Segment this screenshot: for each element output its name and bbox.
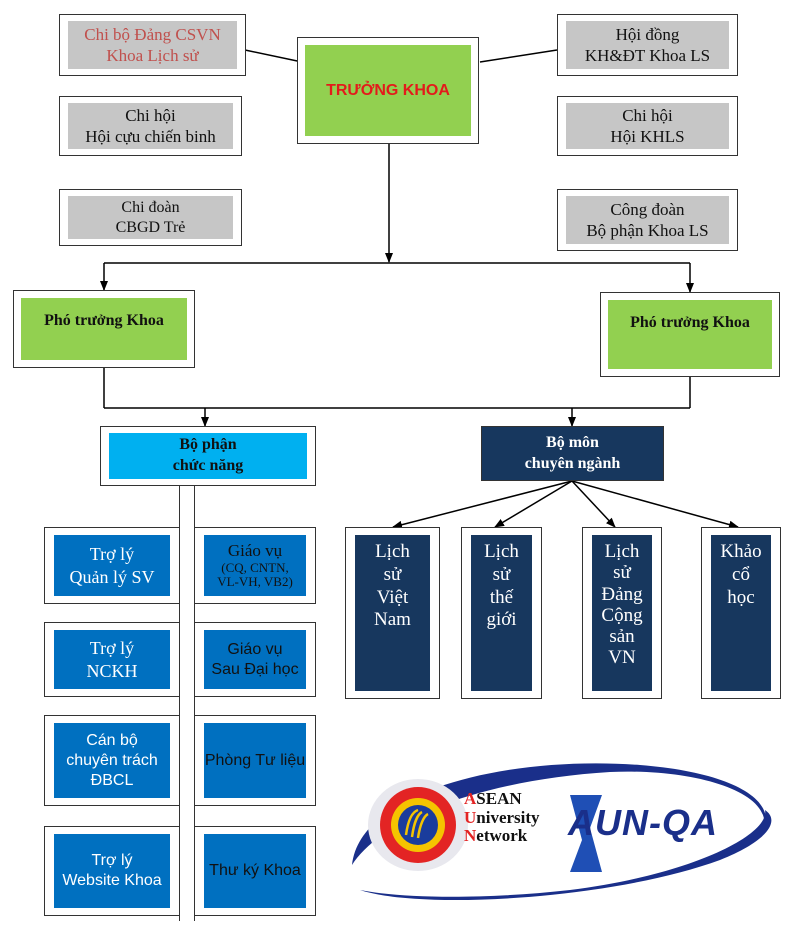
func-graduate-line2: Sau Đại học [211,660,299,678]
func-student-affairs-line1: Trợ lý [89,544,135,564]
department-line1: Bộ môn [546,433,599,451]
subject-archaeology-line2: cổ [732,563,750,585]
party-cell-line2: Khoa Lịch sử [106,46,199,65]
vice-dean-left-label: Phó trưởng Khoa [44,312,164,329]
vice-dean-left-box: Phó trưởng Khoa [13,290,195,368]
func-quality-line2: chuyên trách [66,751,158,769]
functional-unit-line2: chức năng [172,457,244,474]
func-academic-box: Giáo vụ (CQ, CNTN, VL-VH, VB2) [194,527,316,604]
func-website-line2: Website Khoa [62,872,162,889]
subject-world-line3: thế [489,586,514,608]
vice-dean-right-label: Phó trưởng Khoa [630,314,750,331]
science-council-line2: KH&ĐT Khoa LS [584,46,711,65]
functional-unit-line1: Bộ phận [179,436,237,454]
subject-vietnam-line3: Việt [376,586,409,608]
subject-world-line2: sử [492,563,511,585]
subject-party-line4: Cộng [601,604,643,626]
func-archive-box: Phòng Tư liệu [194,715,316,806]
dean-label: TRƯỞNG KHOA [326,81,450,99]
youth-union-line1: Chi đoàn [121,198,180,216]
subject-vietnam-line4: Nam [374,609,411,631]
history-association-line1: Chi hội [622,105,673,125]
func-secretary-line1: Thư ký Khoa [209,862,301,879]
subject-archaeology-line3: học [727,586,755,608]
history-association-box: Chi hội Hội KHLS [557,96,738,156]
vice-dean-right-box: Phó trưởng Khoa [600,292,780,377]
subject-party-line5: sản [609,626,635,648]
history-association-line2: Hội KHLS [610,127,685,146]
science-council-line1: Hội đồng [615,24,680,44]
subject-party-line3: Đảng [601,583,643,605]
veterans-line2: Hội cựu chiến binh [85,127,216,146]
subject-vietnam-line2: sử [383,563,402,585]
aun-qa-logo: ASEAN University Network AUN-QA [340,750,790,910]
logo-asean-rest: SEAN [476,789,522,808]
func-website-box: Trợ lý Website Khoa [44,826,180,916]
subject-party-box: Lịch sử Đảng Cộng sản VN [582,527,662,699]
department-line2: chuyên ngành [524,454,621,472]
logo-line-network: Network [464,826,528,846]
logo-line-university: University [464,807,540,827]
func-secretary-box: Thư ký Khoa [194,826,316,916]
youth-union-box: Chi đoàn CBGD Trẻ [59,189,242,246]
subject-vietnam-box: Lịch sử Việt Nam [345,527,440,699]
func-research-box: Trợ lý NCKH [44,622,180,697]
subject-party-line2: sử [613,562,631,584]
party-cell-box: Chi bộ Đảng CSVN Khoa Lịch sử [59,14,246,76]
subject-world-line1: Lịch [484,541,519,562]
func-graduate-box: Giáo vụ Sau Đại học [194,622,316,697]
func-student-affairs-line2: Quản lý SV [69,566,155,587]
func-quality-box: Cán bộ chuyên trách ĐBCL [44,715,180,806]
youth-union-line2: CBGD Trẻ [115,218,186,236]
func-student-affairs-box: Trợ lý Quản lý SV [44,527,180,604]
func-archive-line1: Phòng Tư liệu [204,751,306,769]
subject-archaeology-line1: Khảo [720,541,762,562]
trade-union-box: Công đoàn Bộ phận Khoa LS [557,189,738,251]
subject-vietnam-line1: Lịch [375,541,410,562]
subject-world-line4: giới [486,609,517,631]
func-quality-line1: Cán bộ [86,731,138,749]
subject-world-box: Lịch sử thế giới [461,527,542,699]
func-quality-line3: ĐBCL [90,771,134,789]
subject-party-line6: VN [608,647,636,669]
veterans-box: Chi hội Hội cựu chiến binh [59,96,242,156]
party-cell-line1: Chi bộ Đảng CSVN [84,24,221,44]
functional-unit-spine [179,486,195,921]
func-website-line1: Trợ lý [91,852,133,869]
func-academic-line1: Giáo vụ [227,540,283,560]
aun-qa-swoosh-graphic [352,763,772,900]
func-graduate-line1: Giáo vụ [227,640,283,658]
func-academic-line3: VL-VH, VB2) [217,573,293,589]
aun-qa-text: AUN-QA [568,802,718,843]
logo-line-asean: ASEAN [464,789,522,808]
subject-archaeology-box: Khảo cổ học [701,527,781,699]
trade-union-line1: Công đoàn [610,199,685,219]
subject-party-line1: Lịch [604,541,640,562]
department-box: Bộ môn chuyên ngành [481,426,664,481]
dean-box: TRƯỞNG KHOA [297,37,479,144]
func-research-line1: Trợ lý [89,638,135,658]
func-research-line2: NCKH [86,660,138,681]
functional-unit-box: Bộ phận chức năng [100,426,316,486]
science-council-box: Hội đồng KH&ĐT Khoa LS [557,14,738,76]
func-academic-line2: (CQ, CNTN, [221,559,289,575]
trade-union-line2: Bộ phận Khoa LS [586,221,709,240]
veterans-line1: Chi hội [125,105,176,125]
aun-hourglass-icon [570,795,602,872]
